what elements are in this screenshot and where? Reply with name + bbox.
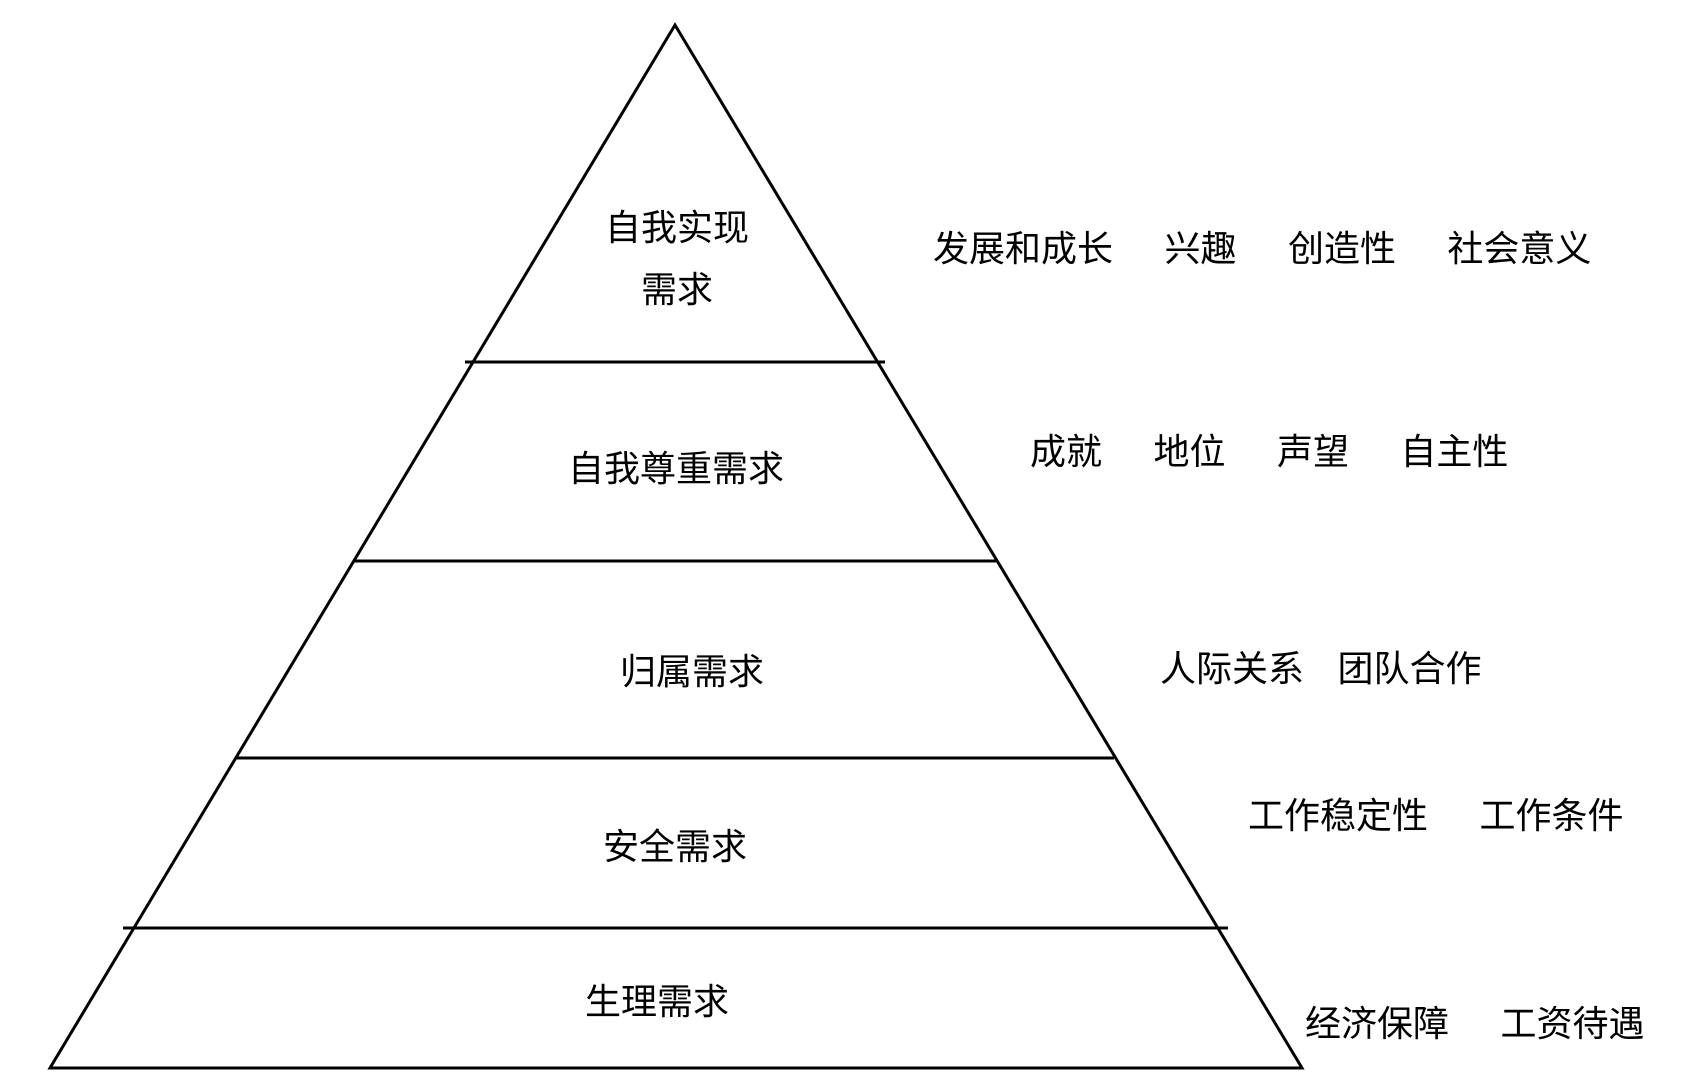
level-label-line: 自我实现: [604, 208, 750, 249]
level-label-safety: 安全需求: [603, 817, 747, 879]
descriptor-item: 声望: [1276, 432, 1349, 473]
level-label-line: 需求: [640, 270, 714, 311]
level-descriptors-self-actualization: 发展和成长 兴趣 创造性 社会意义: [933, 228, 1591, 272]
descriptor-item: 发展和成长: [933, 229, 1114, 270]
descriptor-item: 工资待遇: [1500, 1004, 1645, 1045]
descriptor-item: 地位: [1153, 432, 1226, 473]
descriptor-item: 经济保障: [1305, 1004, 1450, 1045]
level-descriptors-physiological: 经济保障 工资待遇: [1305, 1003, 1644, 1047]
descriptor-item: 工作稳定性: [1248, 796, 1429, 837]
level-label-belonging: 归属需求: [620, 642, 764, 704]
descriptor-item: 社会意义: [1447, 229, 1592, 270]
level-label-line: 自我尊重需求: [567, 449, 785, 490]
level-label-self-actualization: 自我实现 需求: [605, 198, 749, 322]
level-label-line: 归属需求: [619, 652, 765, 693]
descriptor-item: 兴趣: [1164, 229, 1237, 270]
level-descriptors-esteem: 成就 地位 声望 自主性: [1030, 431, 1508, 475]
descriptor-item: 工作条件: [1479, 796, 1624, 837]
descriptor-item: 自主性: [1400, 432, 1509, 473]
descriptor-item: 团队合作: [1337, 649, 1482, 690]
descriptor-item: 成就: [1030, 432, 1103, 473]
level-label-physiological: 生理需求: [585, 972, 729, 1034]
level-label-line: 安全需求: [602, 827, 748, 868]
level-label-line: 生理需求: [584, 982, 730, 1023]
pyramid-outline: [47, 22, 1305, 1070]
descriptor-item: 人际关系: [1160, 649, 1305, 690]
level-descriptors-safety: 工作稳定性 工作条件: [1248, 795, 1623, 839]
descriptor-item: 创造性: [1287, 229, 1396, 270]
level-descriptors-belonging: 人际关系 团队合作: [1160, 648, 1481, 692]
level-label-esteem: 自我尊重需求: [568, 439, 784, 501]
